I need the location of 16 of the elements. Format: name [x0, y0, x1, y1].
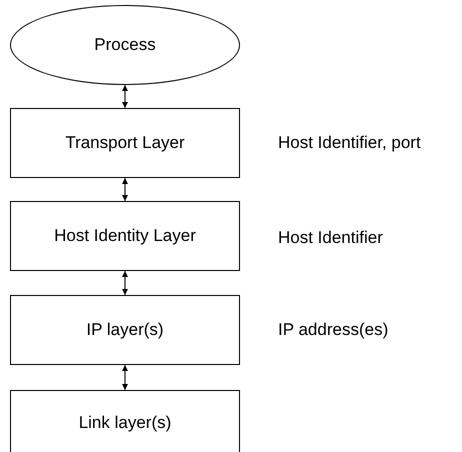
double-arrow: [122, 364, 128, 390]
layer-label: Link layer(s): [78, 413, 172, 433]
identifier-label: Host Identifier: [278, 228, 383, 248]
layer-box: [10, 390, 240, 452]
double-arrow: [122, 270, 128, 296]
layer-box: [10, 201, 240, 271]
layer-label: Transport Layer: [65, 133, 185, 153]
layer-label: Host Identity Layer: [54, 226, 196, 246]
double-arrow: [122, 84, 128, 108]
layer-label: IP layer(s): [86, 320, 164, 340]
layer-box: [10, 108, 240, 178]
double-arrow: [122, 178, 128, 202]
identifier-label: IP address(es): [278, 320, 388, 340]
layer-label: Process: [94, 35, 156, 55]
layer-box: [10, 295, 240, 365]
identifier-label: Host Identifier, port: [278, 133, 421, 153]
